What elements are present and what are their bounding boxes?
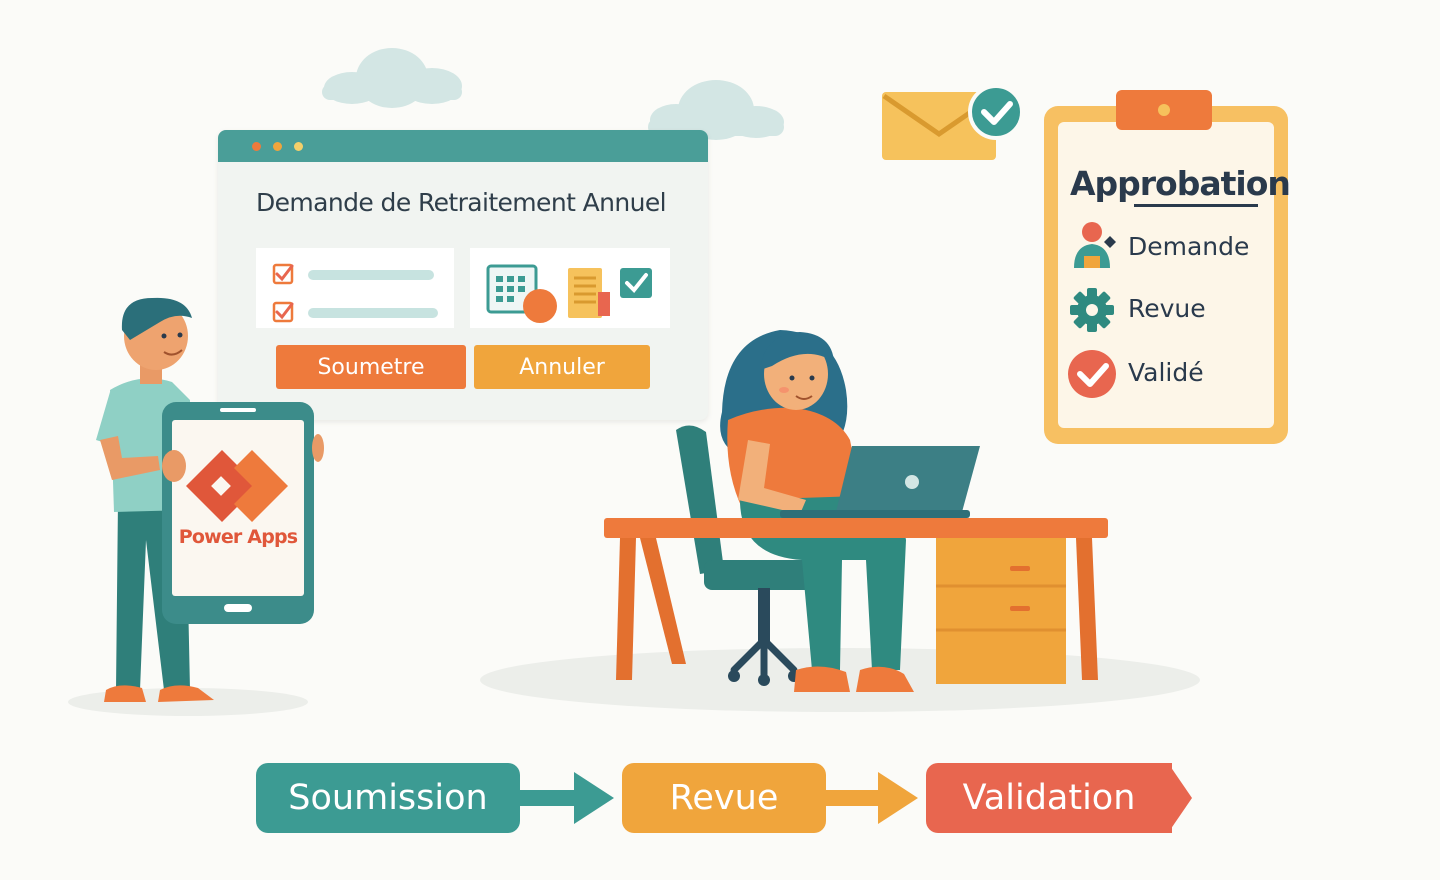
tablet: Power Apps xyxy=(162,402,314,624)
app-name: Power Apps xyxy=(178,526,298,548)
form-title: Demande de Retraitement Annuel xyxy=(256,188,667,217)
arrow-right-icon xyxy=(824,772,918,824)
tablet-home-button[interactable] xyxy=(224,604,252,612)
window-dot-yellow[interactable] xyxy=(294,142,303,151)
attachments-panel xyxy=(470,248,670,328)
approval-title-underline xyxy=(1134,204,1258,207)
step-soumission: Soumission xyxy=(256,763,520,833)
calendar-icon xyxy=(486,264,557,323)
approval-item-valide: Validé xyxy=(1128,358,1204,387)
checkbox-checked-icon[interactable] xyxy=(272,301,294,323)
gear-icon xyxy=(1070,288,1114,332)
step-revue: Revue xyxy=(622,763,826,833)
window-dot-red[interactable] xyxy=(252,142,261,151)
checklist-line xyxy=(308,308,438,318)
check-badge-icon xyxy=(968,84,1024,140)
laptop xyxy=(780,446,980,518)
arrow-right-icon xyxy=(518,772,614,824)
checkbox-checked-icon[interactable] xyxy=(272,263,294,285)
tablet-screen[interactable]: Power Apps xyxy=(172,420,304,596)
form-window: Demande de Retraitement Annuel xyxy=(218,130,708,420)
cloud-left xyxy=(322,48,462,108)
clipboard-clip xyxy=(1116,90,1212,130)
checklist-panel xyxy=(256,248,454,328)
power-apps-logo-icon xyxy=(186,450,288,522)
validation-step-tip xyxy=(1168,763,1192,833)
submit-button[interactable]: Soumetre xyxy=(276,345,466,389)
drawer-handle[interactable] xyxy=(1010,566,1030,571)
checkbox-teal-icon[interactable] xyxy=(620,268,652,298)
desk xyxy=(604,518,1108,684)
step-validation: Validation xyxy=(926,763,1172,833)
check-circle-icon xyxy=(1068,350,1116,398)
checklist-line xyxy=(308,270,434,280)
window-dot-amber[interactable] xyxy=(273,142,282,151)
cancel-button[interactable]: Annuler xyxy=(474,345,650,389)
document-icon xyxy=(568,268,610,318)
approval-item-revue: Revue xyxy=(1128,294,1206,323)
approval-title: Approbation xyxy=(1070,164,1291,203)
person-icon xyxy=(1074,222,1116,268)
drawer-handle[interactable] xyxy=(1010,606,1030,611)
window-title-bar xyxy=(218,130,708,162)
approval-clipboard: Approbation D xyxy=(1044,90,1291,444)
approval-icons xyxy=(1068,222,1116,398)
tablet-speaker xyxy=(220,408,256,412)
approval-item-demande: Demande xyxy=(1128,232,1250,261)
